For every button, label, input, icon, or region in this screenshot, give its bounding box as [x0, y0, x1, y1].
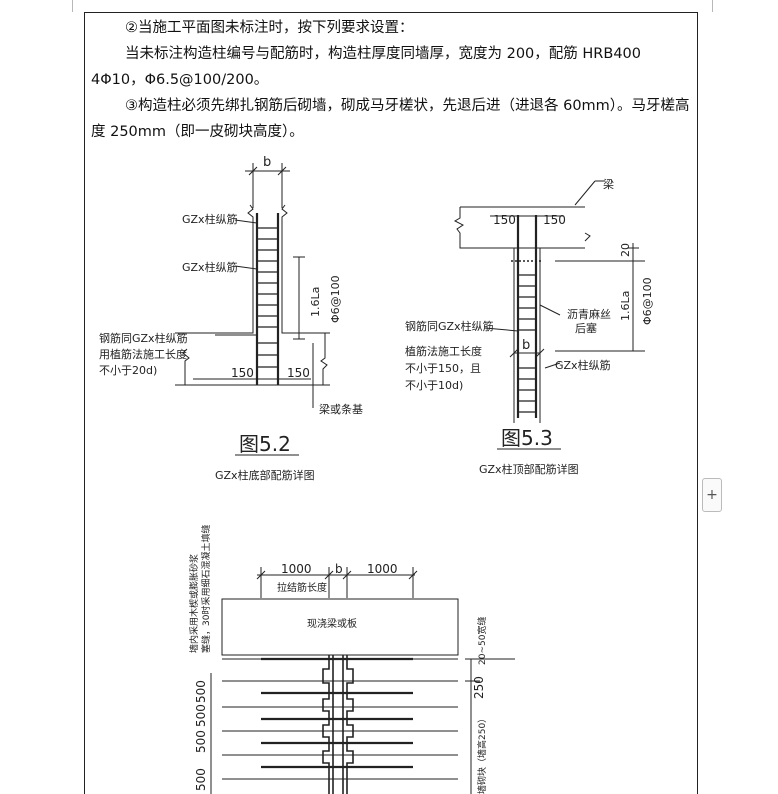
figure-5-4: 1000 b 1000 拉结筋长度 现浇梁或板 — [188, 525, 515, 794]
fig52-label-long-2: GZx柱纵筋 — [182, 260, 238, 274]
fig54-label-vert-1: 墙内采用木楔或膨胀砂浆 — [188, 554, 200, 653]
fig54-dim-250: 250 — [472, 676, 486, 699]
fig53-label-asphalt-2: 后塞 — [575, 321, 597, 335]
paragraph-2: 当未标注构造柱编号与配筋时，构造柱厚度同墙厚，宽度为 200，配筋 HRB400… — [91, 46, 641, 88]
fig52-caption: 图5.2 — [239, 432, 291, 456]
fig53-label-asphalt-1: 沥青麻丝 — [567, 307, 611, 321]
fig54-label-block: 墙砌块（墙高250） — [476, 714, 488, 794]
fig53-label-long: GZx柱纵筋 — [555, 358, 611, 372]
fig52-subcaption: GZx柱底部配筋详图 — [215, 468, 315, 482]
fig53-label-left-1: 钢筋同GZx柱纵筋 — [405, 319, 494, 333]
fig54-label-vert-2: 塞缝，30时采用细石混凝土填缝 — [200, 525, 212, 653]
crop-mark-top-right — [712, 0, 727, 12]
fig53-dim-20: 20 — [619, 243, 632, 257]
fig53-label-left-4: 不小于10d) — [405, 379, 463, 392]
fig52-dim-150-b: 150 — [287, 366, 310, 380]
fig54-dim-500-2: 500 — [194, 704, 208, 727]
expand-panel-button[interactable]: + — [702, 478, 722, 512]
fig53-label-left-2: 植筋法施工长度 — [405, 344, 482, 358]
fig54-dim-1000-b: 1000 — [367, 562, 398, 576]
fig52-label-long-1: GZx柱纵筋 — [182, 212, 238, 226]
fig52-label-left-2: 用植筋法施工长度 — [99, 347, 187, 361]
fig54-label-tie: 拉结筋长度 — [277, 581, 327, 594]
fig53-dim-b: b — [522, 338, 530, 353]
fig52-dim-1-6la: 1.6La — [309, 287, 322, 317]
figure-5-2: b — [99, 155, 363, 482]
fig54-dim-500-3: 500 — [194, 730, 208, 753]
fig53-label-left-3: 不小于150，且 — [405, 362, 481, 375]
fig53-dim-phi: Φ6@100 — [641, 277, 654, 325]
document-page: ②当施工平面图未标注时，按下列要求设置： 当未标注构造柱编号与配筋时，构造柱厚度… — [84, 12, 698, 794]
figure-5-3: 梁 150 150 20 1.6La Φ6@100 沥青麻丝 后塞 钢筋同GZx… — [405, 177, 654, 476]
crop-mark-top-left — [58, 0, 73, 12]
fig53-caption: 图5.3 — [501, 426, 553, 450]
fig54-dim-500-4: 500 — [194, 768, 208, 791]
fig54-dim-1000-a: 1000 — [281, 562, 312, 576]
fig54-dim-gap: 20~50宽缝 — [476, 617, 488, 665]
fig52-dim-150-a: 150 — [231, 366, 254, 380]
fig54-dim-b: b — [335, 562, 343, 576]
fig54-label-slab: 现浇梁或板 — [307, 617, 357, 630]
construction-drawing: b — [99, 155, 654, 794]
paragraph-1: ②当施工平面图未标注时，按下列要求设置： — [125, 20, 414, 36]
fig53-dim-150-a: 150 — [493, 213, 516, 227]
fig53-dim-150-b: 150 — [543, 213, 566, 227]
fig53-dim-1-6la: 1.6La — [619, 291, 632, 321]
paragraph-3: ③构造柱必须先绑扎钢筋后砌墙，砌成马牙槎状，先退后进（进退各 60mm）。马牙槎… — [91, 98, 690, 140]
fig52-label-left-3: 不小于20d) — [99, 364, 157, 377]
fig52-label-beam: 梁或条基 — [319, 402, 363, 416]
fig52-label-left-1: 钢筋同GZx柱纵筋 — [99, 331, 188, 345]
fig52-dim-b: b — [263, 155, 271, 170]
fig54-dim-500-1: 500 — [194, 680, 208, 703]
fig53-label-beam: 梁 — [603, 177, 614, 191]
fig53-subcaption: GZx柱顶部配筋详图 — [479, 462, 579, 476]
fig52-dim-phi: Φ6@100 — [329, 275, 342, 323]
